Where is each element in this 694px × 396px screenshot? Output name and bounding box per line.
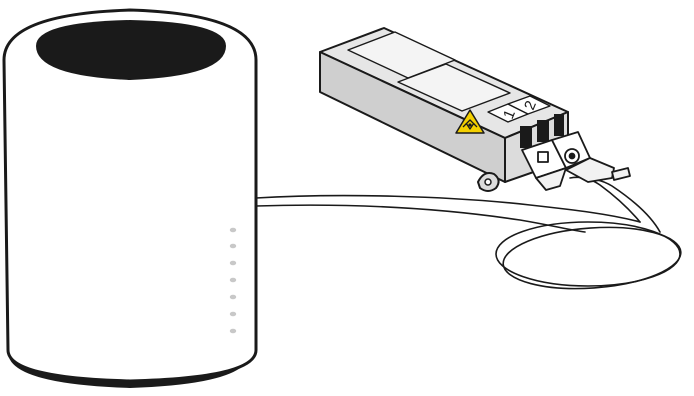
port-socket-2 — [537, 120, 549, 142]
laser-warning-icon — [455, 109, 485, 134]
status-led — [229, 260, 237, 266]
lc-duplex-connector — [521, 131, 631, 191]
connector-latch-center — [568, 152, 576, 160]
cable-strand — [255, 194, 641, 223]
port-number-plates: 1 2 — [487, 95, 551, 123]
port-sockets — [520, 114, 564, 148]
connector-boot — [535, 167, 567, 191]
port-socket-1 — [520, 126, 532, 148]
router-body — [2, 8, 258, 383]
status-led — [229, 277, 237, 283]
cable-coil-loop — [502, 226, 682, 290]
connector-clip — [537, 151, 549, 163]
cable-strand — [255, 204, 586, 233]
module-latch-screw — [484, 178, 492, 186]
router — [2, 8, 258, 388]
status-led — [229, 227, 237, 233]
router-top-vent — [36, 20, 226, 80]
status-led — [229, 243, 237, 249]
port-plate-2 — [507, 95, 551, 115]
module-label-panel — [347, 31, 456, 79]
port-socket-3 — [554, 114, 564, 136]
status-led — [229, 294, 237, 300]
router-status-leds — [229, 227, 237, 334]
status-led — [229, 328, 237, 334]
module-label-panel — [397, 63, 511, 112]
connector-boot-tip — [611, 167, 631, 181]
fiber-optic-cable — [255, 176, 682, 290]
status-led — [229, 311, 237, 317]
